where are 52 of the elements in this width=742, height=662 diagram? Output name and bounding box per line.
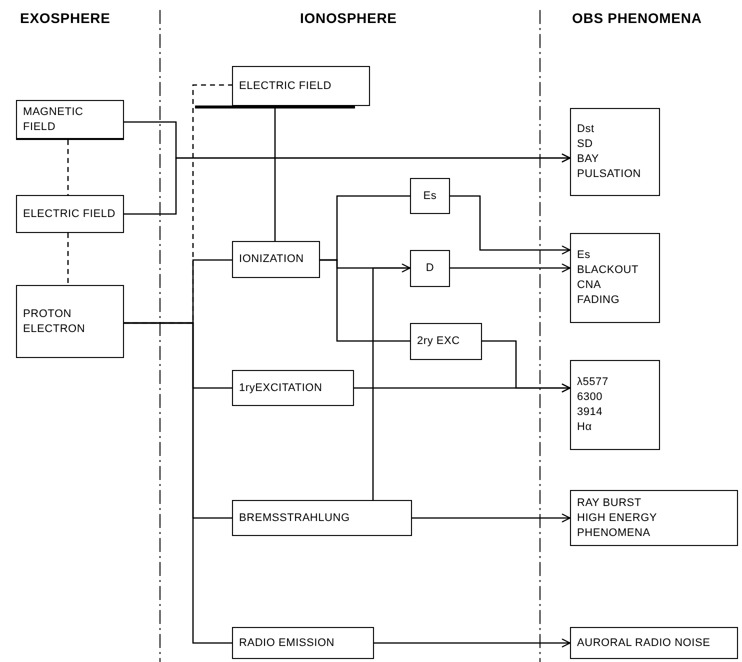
process-box — [16, 100, 124, 140]
box-text: HIGH ENERGY PHENOMENA — [577, 510, 658, 540]
box-text: BREMSSTRAHLUNG — [239, 510, 351, 526]
box-text: Hα — [577, 420, 593, 435]
process-box — [232, 66, 370, 106]
process-box — [232, 241, 320, 278]
process-box — [16, 285, 124, 358]
connector-arrow — [374, 638, 571, 648]
process-box — [232, 370, 354, 406]
process-box — [570, 627, 738, 659]
process-box — [570, 360, 660, 450]
box-text: Es — [423, 188, 437, 204]
box-text: 2ry EXC — [417, 334, 461, 349]
process-box — [16, 195, 124, 233]
process-box — [570, 108, 660, 196]
process-box — [232, 500, 412, 536]
column-heading: OBS PHENOMENA — [572, 9, 702, 28]
process-box — [410, 178, 450, 214]
column-heading: IONOSPHERE — [300, 9, 397, 28]
box-text: FADING — [577, 293, 621, 308]
box-text: SD — [577, 137, 594, 152]
box-text: ELECTRIC FIELD — [239, 78, 332, 94]
process-box — [570, 490, 738, 546]
box-text: AURORAL RADIO NOISE — [577, 636, 712, 650]
box-text: BAY — [577, 152, 600, 167]
box-text: λ5577 — [577, 375, 610, 390]
box-text: BLACKOUT — [577, 263, 640, 278]
box-text: RAY BURST — [577, 496, 642, 510]
box-text: Dst — [577, 122, 596, 137]
box-text: PROTON ELECTRON — [23, 306, 86, 336]
box-text: ELECTRIC FIELD — [23, 206, 116, 222]
column-heading: EXOSPHERE — [20, 9, 110, 28]
box-text: 6300 — [577, 390, 604, 405]
process-box — [410, 323, 482, 360]
box-text: CNA — [577, 278, 602, 293]
connector-arrow — [354, 383, 571, 393]
box-text: 3914 — [577, 405, 604, 420]
connector-arrow — [372, 263, 411, 500]
box-text: 1ryEXCITATION — [239, 380, 324, 396]
connector-arrow — [450, 195, 571, 255]
box-text: Es — [577, 248, 592, 263]
box-text: RADIO EMISSION — [239, 636, 336, 650]
process-box — [410, 250, 450, 287]
box-text: IONIZATION — [239, 252, 305, 267]
connector-arrow — [450, 263, 571, 273]
connector-arrow — [124, 153, 571, 215]
connector-arrow — [412, 513, 571, 523]
process-box — [232, 627, 374, 659]
box-text: MAGNETIC FIELD — [23, 104, 84, 134]
process-box — [570, 233, 660, 323]
box-text: D — [426, 261, 434, 276]
box-text: PULSATION — [577, 167, 642, 182]
